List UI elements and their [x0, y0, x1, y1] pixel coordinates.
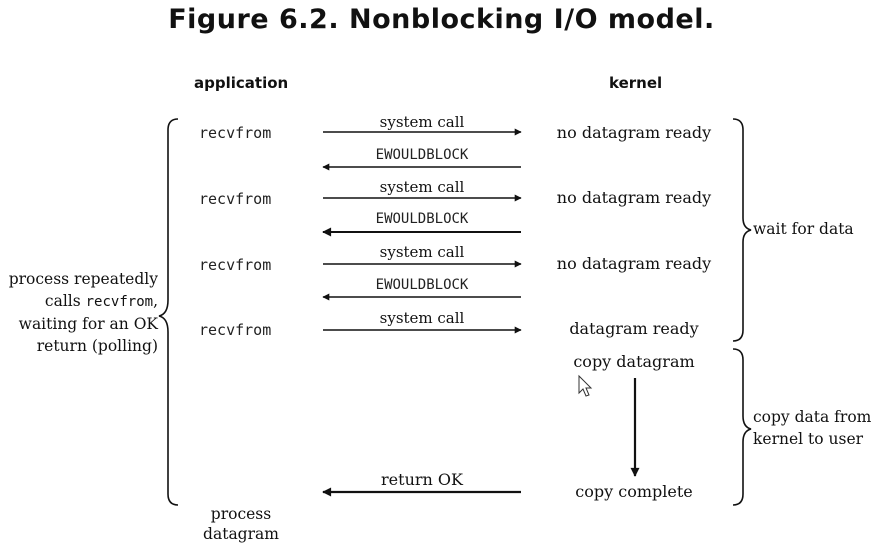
polling-note-line-4: return (polling)	[36, 337, 158, 355]
kernel-state-1: no datagram ready	[556, 123, 712, 142]
kernel-state-2: no datagram ready	[556, 188, 712, 207]
polling-note: process repeatedly calls recvfrom, waiti…	[0, 268, 158, 357]
figure-title: Figure 6.2. Nonblocking I/O model.	[168, 4, 715, 35]
copy-datagram-label: copy datagram	[573, 352, 695, 371]
kernel-state-3: no datagram ready	[556, 254, 712, 273]
return-ok-label: return OK	[381, 470, 463, 489]
recvfrom-call-1: recvfrom	[199, 124, 272, 142]
polling-note-code: recvfrom	[85, 294, 154, 310]
polling-note-line-2: calls recvfrom,	[44, 292, 158, 310]
polling-note-line-3: waiting for an OK	[18, 315, 158, 333]
copy-data-note-line-1: copy data from	[753, 408, 872, 426]
system-call-label-2: system call	[379, 178, 465, 196]
recvfrom-call-4: recvfrom	[199, 321, 272, 339]
wait-for-data-note: wait for data	[753, 220, 854, 238]
copy-data-note: copy data from kernel to user	[753, 406, 871, 450]
process-datagram-line-2: datagram	[203, 525, 279, 543]
system-call-label-3: system call	[379, 243, 465, 261]
left-brace	[158, 118, 179, 506]
copy-complete-label: copy complete	[575, 482, 693, 501]
copy-brace	[732, 348, 752, 506]
process-datagram-label: process datagram	[186, 504, 296, 544]
recvfrom-call-3: recvfrom	[199, 256, 272, 274]
ewouldblock-label-1: EWOULDBLOCK	[375, 147, 469, 163]
mouse-cursor-icon	[578, 374, 593, 397]
process-datagram-line-1: process	[210, 505, 272, 523]
kernel-header: kernel	[609, 74, 663, 92]
ewouldblock-label-3: EWOULDBLOCK	[375, 277, 469, 293]
ewouldblock-label-2: EWOULDBLOCK	[375, 211, 469, 227]
wait-brace	[732, 118, 752, 342]
application-header: application	[194, 74, 289, 92]
recvfrom-call-2: recvfrom	[199, 190, 272, 208]
copy-data-note-line-2: kernel to user	[753, 430, 864, 448]
system-call-label-1: system call	[379, 113, 465, 131]
polling-note-line-1: process repeatedly	[8, 270, 158, 288]
system-call-label-4: system call	[379, 309, 465, 327]
kernel-state-4: datagram ready	[569, 319, 699, 338]
